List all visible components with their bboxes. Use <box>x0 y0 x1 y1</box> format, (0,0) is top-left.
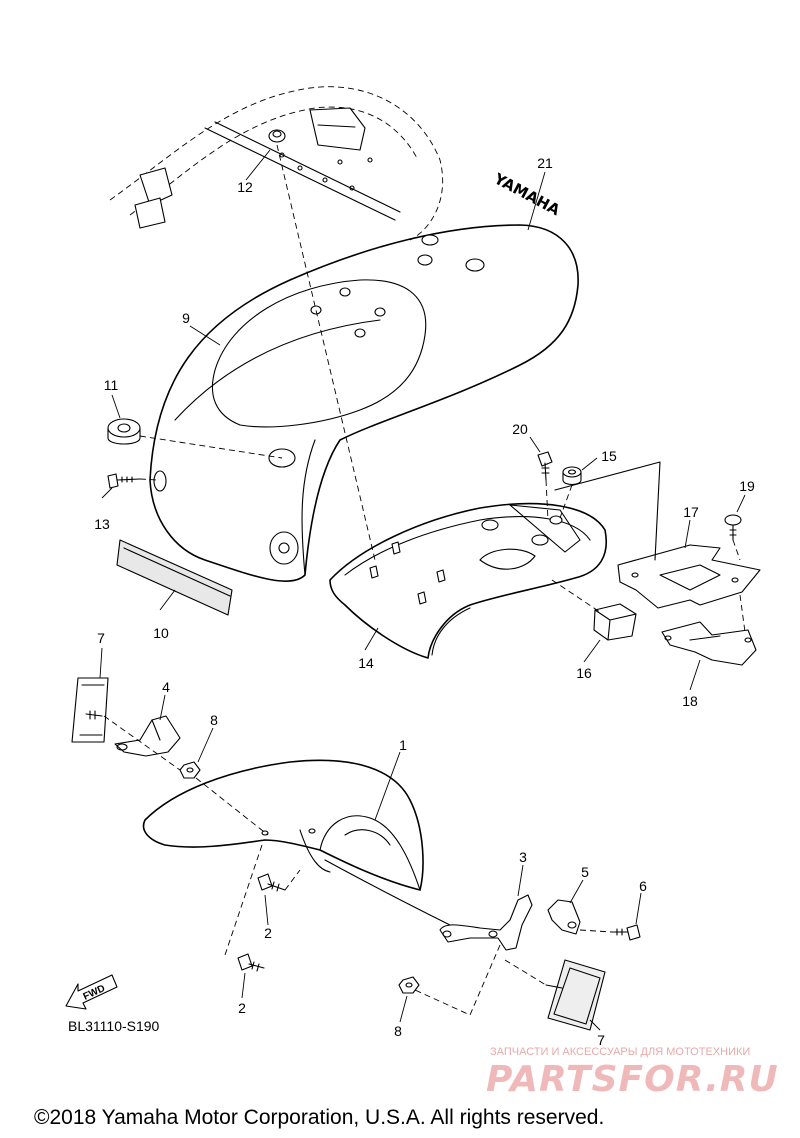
part-18-bracket[interactable] <box>661 621 757 666</box>
fwd-label: FWD <box>82 983 107 1003</box>
part-17-bracket[interactable] <box>617 544 761 609</box>
label-part-11: 11 <box>104 377 119 393</box>
label-part-3: 3 <box>519 849 527 865</box>
part-3-stay[interactable] <box>439 894 533 951</box>
assembly-lines <box>103 144 746 1016</box>
label-part-5: 5 <box>581 864 589 880</box>
watermark-site: PARTSFOR.RU <box>486 1059 779 1100</box>
fwd-arrow: FWD <box>65 974 118 1010</box>
label-part-9: 9 <box>182 310 190 326</box>
part-19-screw[interactable] <box>724 514 742 541</box>
label-part-2a: 2 <box>264 925 272 941</box>
part-13-bolt[interactable] <box>107 473 141 489</box>
watermark: ЗАПЧАСТИ И АКСЕССУАРЫ ДЛЯ МОТОТЕХНИКИ PA… <box>486 1046 779 1100</box>
label-part-8b: 8 <box>394 1023 402 1039</box>
part-7-reflector-top[interactable] <box>71 677 109 743</box>
label-part-19: 19 <box>739 478 755 494</box>
part-7-reflector-bottom[interactable] <box>545 959 606 1031</box>
label-part-10: 10 <box>153 625 169 641</box>
label-part-21: 21 <box>537 155 553 171</box>
label-part-15: 15 <box>601 448 617 464</box>
part-6-bolt[interactable] <box>611 924 641 941</box>
label-part-12: 12 <box>237 179 253 195</box>
label-part-13: 13 <box>94 516 110 532</box>
part-21-yamaha-decal[interactable]: YAMAHA <box>490 169 563 219</box>
part-4-bracket[interactable] <box>114 715 181 757</box>
label-part-7b: 7 <box>597 1032 605 1048</box>
label-part-2b: 2 <box>238 1000 246 1016</box>
label-part-4: 4 <box>162 679 170 695</box>
label-part-17: 17 <box>683 504 699 520</box>
label-part-6: 6 <box>639 878 647 894</box>
part-12-nut[interactable] <box>268 129 286 143</box>
copyright-notice: ©2018 Yamaha Motor Corporation, U.S.A. A… <box>34 1106 604 1129</box>
label-part-18: 18 <box>682 693 698 709</box>
part-2-bolt-lower[interactable] <box>237 953 265 972</box>
part-8-nut-top[interactable] <box>179 761 201 779</box>
diagram-code: BL31110-S190 <box>68 1018 160 1034</box>
leader-lines <box>99 149 746 1031</box>
part-14-inner-fender[interactable] <box>329 502 607 659</box>
frame-outline <box>109 86 444 241</box>
part-15-grommet[interactable] <box>562 466 582 486</box>
watermark-tagline: ЗАПЧАСТИ И АКСЕССУАРЫ ДЛЯ МОТОТЕХНИКИ <box>490 1046 750 1058</box>
label-part-7a: 7 <box>97 630 105 646</box>
label-part-16: 16 <box>576 665 592 681</box>
part-20-bolt[interactable] <box>537 451 553 481</box>
part-2-bolt-upper[interactable] <box>257 873 286 892</box>
part-10-reflector-strip[interactable] <box>116 539 233 616</box>
part-9-rear-fender[interactable] <box>149 224 579 582</box>
decal-text: YAMAHA <box>490 169 563 219</box>
label-part-14: 14 <box>358 655 374 671</box>
bracket-guide-line <box>554 461 661 561</box>
part-8-nut-bottom[interactable] <box>398 976 420 994</box>
part-11-damper[interactable] <box>107 418 141 445</box>
part-1-front-fender[interactable] <box>142 759 451 926</box>
label-part-8a: 8 <box>210 712 218 728</box>
label-part-20: 20 <box>512 421 528 437</box>
part-16-cushion[interactable] <box>593 603 637 641</box>
label-part-1: 1 <box>399 737 407 753</box>
part-5-clamp[interactable] <box>547 899 581 935</box>
